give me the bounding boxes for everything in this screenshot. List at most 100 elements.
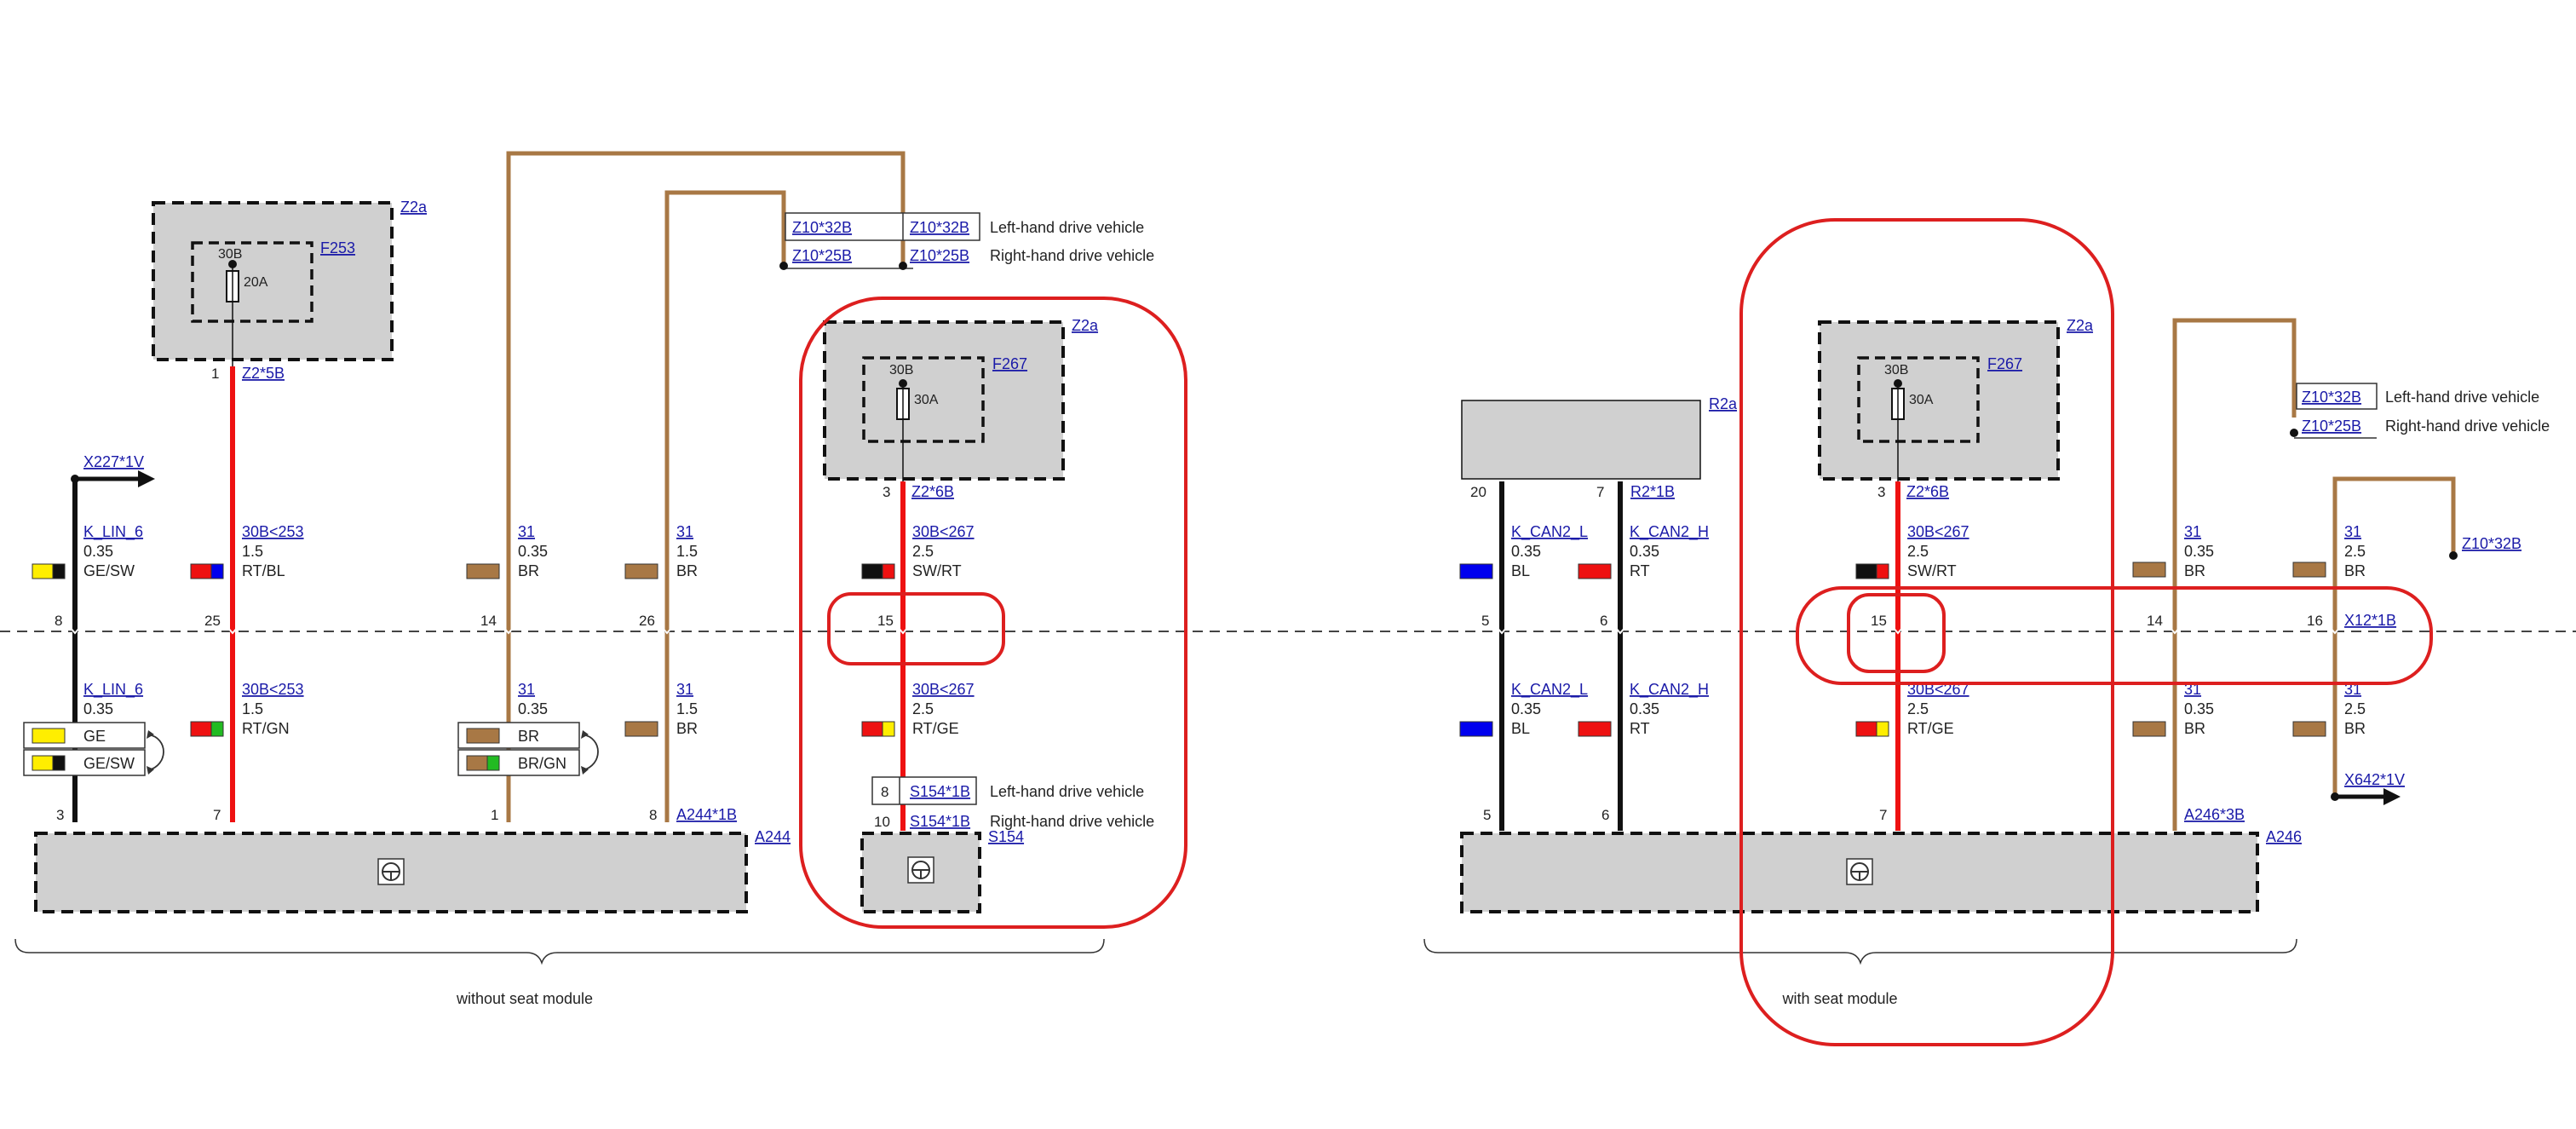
- wire-label-name[interactable]: 31: [676, 681, 693, 698]
- wire-label-color: SW/RT: [912, 562, 962, 579]
- wire-label-name[interactable]: 31: [518, 523, 535, 540]
- wire-brown-31-15-top: [664, 190, 786, 631]
- z10-25b-link[interactable]: Z10*25B: [2302, 418, 2361, 435]
- wire-label-name[interactable]: K_CAN2_L: [1511, 681, 1588, 699]
- steering-wheel-icon: [377, 858, 405, 885]
- z2a-label[interactable]: Z2a: [1072, 317, 1099, 334]
- color-swatch-br: [624, 563, 658, 579]
- swap-arrow-icon: [147, 734, 164, 771]
- wire-label-name[interactable]: 31: [2344, 523, 2361, 540]
- wire-label-name[interactable]: 30B<253: [242, 523, 304, 540]
- a246-3b-label[interactable]: A246*3B: [2184, 806, 2245, 823]
- wire-label-name[interactable]: 30B<267: [1907, 523, 1969, 540]
- wire-label-color: RT/GE: [912, 720, 959, 737]
- wire-label-color: BR: [518, 562, 539, 579]
- connector-pin-15: 15: [1871, 613, 1887, 629]
- color-swatch-br-gn: [466, 755, 500, 771]
- wire-label-color: BR: [676, 720, 698, 737]
- x227-arrow-head: [138, 470, 155, 487]
- r2-1b-label[interactable]: R2*1B: [1630, 483, 1675, 500]
- color-swatch-rt-ge: [1855, 721, 1889, 737]
- wire-label-name[interactable]: K_LIN_6: [83, 681, 143, 699]
- color-swatch-br: [624, 721, 658, 737]
- s154-1b-link[interactable]: S154*1B: [910, 783, 970, 800]
- wire-label-name[interactable]: K_CAN2_L: [1511, 523, 1588, 541]
- wire-label-name[interactable]: 30B<267: [912, 681, 975, 698]
- color-swatch-sw-rt: [861, 563, 895, 579]
- wire-label-size: 0.35: [1630, 543, 1659, 560]
- wire-brown-31-035-top: [2172, 318, 2297, 822]
- s154-1b-link[interactable]: S154*1B: [910, 813, 970, 830]
- swap-arrow-head: [581, 766, 589, 775]
- wire-label-color: GE/SW: [83, 562, 135, 579]
- s154-pin-8: 8: [881, 784, 888, 800]
- z10-25b-link[interactable]: Z10*25B: [910, 247, 969, 264]
- wire-label-name[interactable]: 31: [676, 523, 693, 540]
- wire-label-name[interactable]: 31: [518, 681, 535, 698]
- terminal-dot: [2290, 429, 2298, 437]
- wire-label-name[interactable]: 30B<253: [242, 681, 304, 698]
- connector-pin-14: 14: [480, 613, 497, 629]
- f267-label[interactable]: F267: [992, 355, 1027, 372]
- rhd-label: Right-hand drive vehicle: [990, 813, 1154, 830]
- connector-chevrons: [1496, 626, 2341, 635]
- wire-label-name[interactable]: 30B<267: [912, 523, 975, 540]
- x642-label[interactable]: X642*1V: [2344, 771, 2405, 788]
- wire-label-size: 0.35: [2184, 543, 2214, 560]
- rhd-label: Right-hand drive vehicle: [2385, 418, 2550, 435]
- wire-label-size: 2.5: [912, 543, 934, 560]
- z2-6b-label[interactable]: Z2*6B: [911, 483, 954, 500]
- connector-pin-6: 6: [1600, 613, 1607, 629]
- a244-pin-8: 8: [649, 807, 657, 823]
- wire-label-size: 0.35: [83, 543, 113, 560]
- a244-label[interactable]: A244: [755, 828, 791, 845]
- wire-label-color: BR: [2184, 562, 2205, 579]
- z10-32b-link[interactable]: Z10*32B: [2462, 535, 2521, 552]
- f253-label[interactable]: F253: [320, 239, 355, 256]
- z2a-label[interactable]: Z2a: [2067, 317, 2094, 334]
- a246-label[interactable]: A246: [2266, 828, 2302, 845]
- color-swatch-br: [2292, 562, 2326, 578]
- z2-6b-label[interactable]: Z2*6B: [1906, 483, 1949, 500]
- fuse-30b-label: 30B: [1884, 363, 1908, 377]
- color-swatch-ge-sw: [32, 755, 66, 771]
- a246-pin-7: 7: [1879, 807, 1887, 823]
- color-swatch-ge-sw: [32, 563, 66, 579]
- a244-1b-label[interactable]: A244*1B: [676, 806, 737, 823]
- connector-pin-25: 25: [204, 613, 221, 629]
- connector-pin-14: 14: [2147, 613, 2163, 629]
- z2-5b-label[interactable]: Z2*5B: [242, 365, 285, 382]
- color-swatch-rt-ge: [861, 721, 895, 737]
- wire-brown-31-035-top: [506, 151, 906, 631]
- s154-label[interactable]: S154: [988, 828, 1024, 845]
- f267-label[interactable]: F267: [1987, 355, 2022, 372]
- x227-label[interactable]: X227*1V: [83, 453, 144, 470]
- wire-label-size: 2.5: [2344, 700, 2366, 717]
- wire-label-color: BR: [2344, 562, 2366, 579]
- wire-label-size: 1.5: [676, 543, 698, 560]
- option-br-label: BR: [518, 728, 539, 745]
- wire-label-size: 1.5: [242, 543, 263, 560]
- r2a-label[interactable]: R2a: [1709, 395, 1738, 412]
- wire-label-name[interactable]: 31: [2184, 523, 2201, 540]
- color-swatch-bl: [1459, 563, 1493, 579]
- wire-label-size: 0.35: [1511, 700, 1541, 717]
- z2a-label[interactable]: Z2a: [400, 199, 428, 216]
- z10-25b-link[interactable]: Z10*25B: [792, 247, 852, 264]
- z10-32b-link[interactable]: Z10*32B: [792, 219, 852, 236]
- wire-label-name[interactable]: K_LIN_6: [83, 523, 143, 541]
- wire-label-color: BR: [2184, 720, 2205, 737]
- z10-32b-link[interactable]: Z10*32B: [910, 219, 969, 236]
- color-swatch-ge: [32, 728, 66, 744]
- terminal-dot: [899, 262, 907, 270]
- z10-32b-link[interactable]: Z10*32B: [2302, 389, 2361, 406]
- wire-label-name[interactable]: K_CAN2_H: [1630, 681, 1709, 699]
- swap-arrow-icon: [582, 734, 599, 771]
- pin-1-label: 1: [211, 366, 219, 382]
- option-br-gn-label: BR/GN: [518, 755, 566, 772]
- x12-1b-label[interactable]: X12*1B: [2344, 612, 2396, 629]
- swap-arrow-head: [147, 766, 154, 775]
- pin-3-label: 3: [883, 484, 890, 500]
- wire-label-name[interactable]: K_CAN2_H: [1630, 523, 1709, 541]
